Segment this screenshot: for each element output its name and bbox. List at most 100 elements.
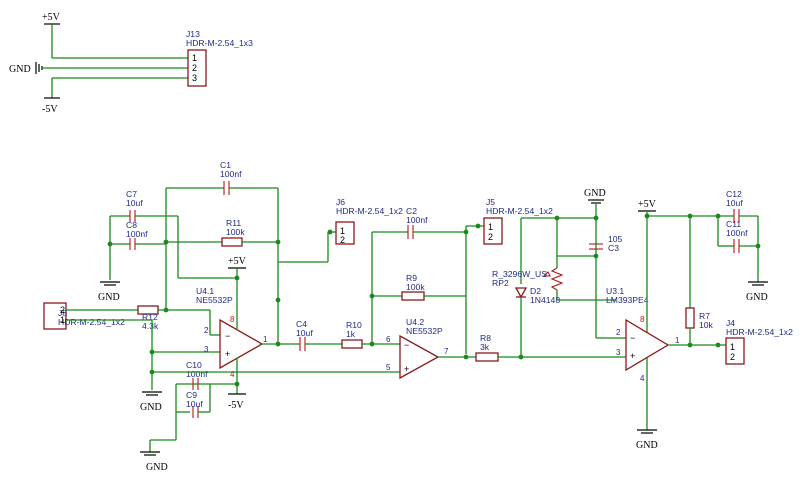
j8-pin-2: 2 [60, 305, 65, 315]
u31-pin2: 2 [616, 328, 621, 337]
c11-ref: C11 [726, 219, 741, 229]
gnd-label-c7: GND [98, 292, 120, 303]
u41-value: NE5532P [196, 295, 233, 305]
junction-j4 [715, 342, 721, 348]
c10-value: 100nf [186, 369, 208, 379]
junction-u31-vcc [644, 213, 650, 219]
gnd-label-left: GND [9, 64, 31, 75]
r11-ref: R11 [226, 218, 241, 228]
c4-ref: C4 [296, 319, 307, 329]
j4-value: HDR-M-2.54_1x2 [726, 327, 793, 337]
r10-value: 1k [346, 329, 356, 339]
c9-ref: C9 [186, 390, 197, 400]
junction-j5 [475, 223, 481, 229]
stage2-block: C4 10uf R10 1k C2 100nf R9 100k − + 6 5 … [296, 206, 616, 380]
j4-connector-body [725, 337, 745, 365]
u31-pin4: 4 [640, 374, 645, 383]
j4-pin-1: 1 [730, 342, 735, 352]
u31-minus: − [630, 333, 635, 343]
u41-body [219, 318, 264, 370]
stage1-block: J8 HDR-M-2.54_1x2 2 1 R12 4.3k GND C1 10… [43, 160, 400, 473]
j5-pin-2: 2 [488, 232, 493, 242]
u41-pin3: 3 [204, 345, 209, 354]
c11-value: 100nf [726, 228, 748, 238]
u42-pin6: 6 [386, 335, 391, 344]
j6-pin-2: 2 [340, 235, 345, 245]
u42-body [399, 334, 440, 380]
j13-value: HDR-M-2.54_1x3 [186, 38, 253, 48]
stage3-block: GND 105 C3 R_3296W_US RP2 D2 1N4148 U3.1… [492, 188, 768, 451]
c3-ref-value: 105 [608, 234, 623, 244]
d2-value: 1N4148 [530, 295, 560, 305]
junction-gnd-u42 [149, 369, 155, 375]
plus5v-label-u41: +5V [228, 256, 247, 267]
j13-pin-1: 1 [192, 53, 197, 63]
gnd-label-j8: GND [140, 402, 162, 413]
u31-value: LM393PE4 [606, 295, 649, 305]
r7-body [685, 307, 695, 329]
r7-value: 10k [699, 320, 714, 330]
junction-c7-c8 [107, 241, 113, 247]
junction-u41-vcc [234, 275, 240, 281]
j4-block: J4 HDR-M-2.54_1x2 1 2 [725, 318, 793, 365]
j8-connector-body [43, 302, 67, 330]
junction-j8-gnd [149, 349, 155, 355]
u41-minus: − [225, 331, 230, 341]
junction-c2-right [463, 229, 469, 235]
j6-pin-1: 1 [340, 226, 345, 236]
u31-plus: + [630, 351, 635, 361]
u42-pin7: 7 [444, 347, 449, 356]
rp2-zigzag [550, 267, 564, 291]
u31-pin8: 8 [640, 315, 645, 324]
u41-pin4: 4 [230, 370, 235, 379]
j6-block: J6 HDR-M-2.54_1x2 1 2 [335, 197, 403, 245]
rp2-wiper-arrow [542, 271, 551, 277]
junction-u41-out [275, 341, 281, 347]
r12-ref: R12 [142, 312, 158, 322]
gnd-label-c12: GND [746, 292, 768, 303]
c10-ref: C10 [186, 360, 202, 370]
junction-u42-out [463, 354, 469, 360]
c4-value: 10uf [296, 328, 313, 338]
u42-plus: + [404, 364, 409, 374]
junction-c12-c11 [755, 243, 761, 249]
c12-ref: C12 [726, 189, 742, 199]
gnd-label-u31: GND [636, 440, 658, 451]
u41-ref: U4.1 [196, 286, 214, 296]
d2-triangle [514, 287, 528, 299]
u31-pin3: 3 [616, 348, 621, 357]
rp2-value: R_3296W_US [492, 269, 547, 279]
plus5v-label-top: +5V [42, 12, 61, 23]
j13-connector-body [187, 49, 207, 87]
j5-block: J5 HDR-M-2.54_1x2 1 2 [483, 197, 553, 245]
j6-ref: J6 [336, 197, 345, 207]
c9-value: 10uf [186, 399, 203, 409]
power-input-block: +5V GND -5V J13 HDR-M-2.54_1x3 1 2 3 [9, 12, 253, 115]
junction-gnd-top-b [593, 215, 599, 221]
rp2-ref: RP2 [492, 278, 509, 288]
c1-ref: C1 [220, 160, 231, 170]
j5-pin-1: 1 [488, 222, 493, 232]
c1-value: 100nf [220, 169, 242, 179]
minus5v-label-u41: -5V [228, 400, 244, 411]
j8-value: HDR-M-2.54_1x2 [58, 317, 125, 327]
junction-j6 [327, 229, 333, 235]
junction-fb-mid [275, 297, 281, 303]
r8-body [475, 352, 499, 362]
u31-body [625, 318, 670, 372]
u31-pin1: 1 [675, 336, 680, 345]
junction-fb-left [163, 307, 169, 313]
u41-pin8: 8 [230, 315, 235, 324]
u42-minus: − [404, 340, 409, 350]
plus5v-label-u31: +5V [638, 199, 657, 210]
d2-ref: D2 [530, 286, 541, 296]
c3-ref: C3 [608, 243, 619, 253]
r9-ref: R9 [406, 273, 417, 283]
j5-ref: J5 [486, 197, 495, 207]
j13-ref: J13 [186, 29, 200, 39]
c7-value: 10uf [126, 198, 143, 208]
r11-value: 100k [226, 227, 245, 237]
c12-value: 10uf [726, 198, 743, 208]
j13-pin-2: 2 [192, 63, 197, 73]
